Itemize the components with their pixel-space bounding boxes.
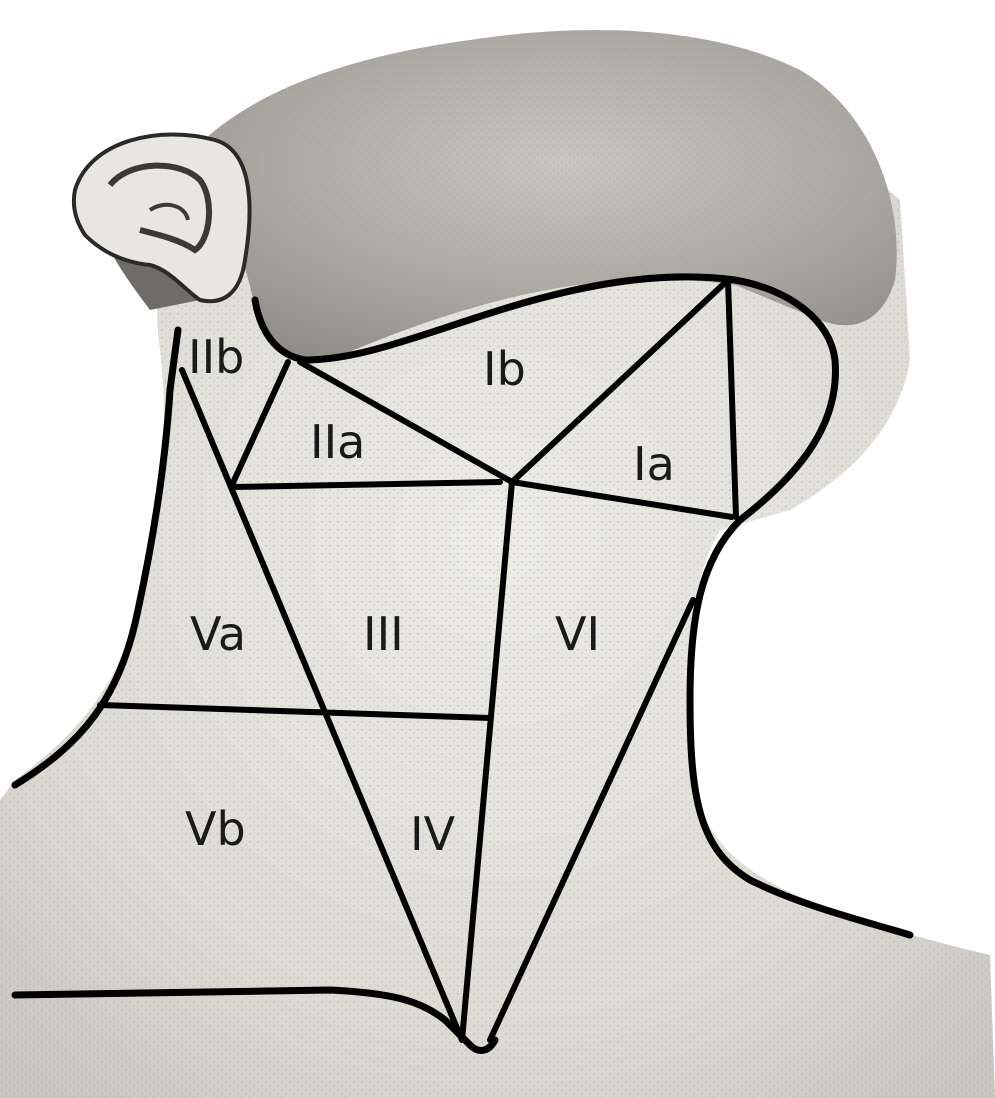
label-Ia: Ia (633, 437, 675, 491)
label-IIb: IIb (188, 330, 244, 384)
label-Ib: Ib (483, 342, 526, 396)
label-Va: Va (190, 607, 246, 661)
label-IV: IV (410, 807, 456, 861)
label-III: III (363, 607, 404, 661)
label-VI: VI (555, 607, 600, 661)
label-IIa: IIa (310, 415, 365, 469)
label-Vb: Vb (185, 802, 246, 856)
